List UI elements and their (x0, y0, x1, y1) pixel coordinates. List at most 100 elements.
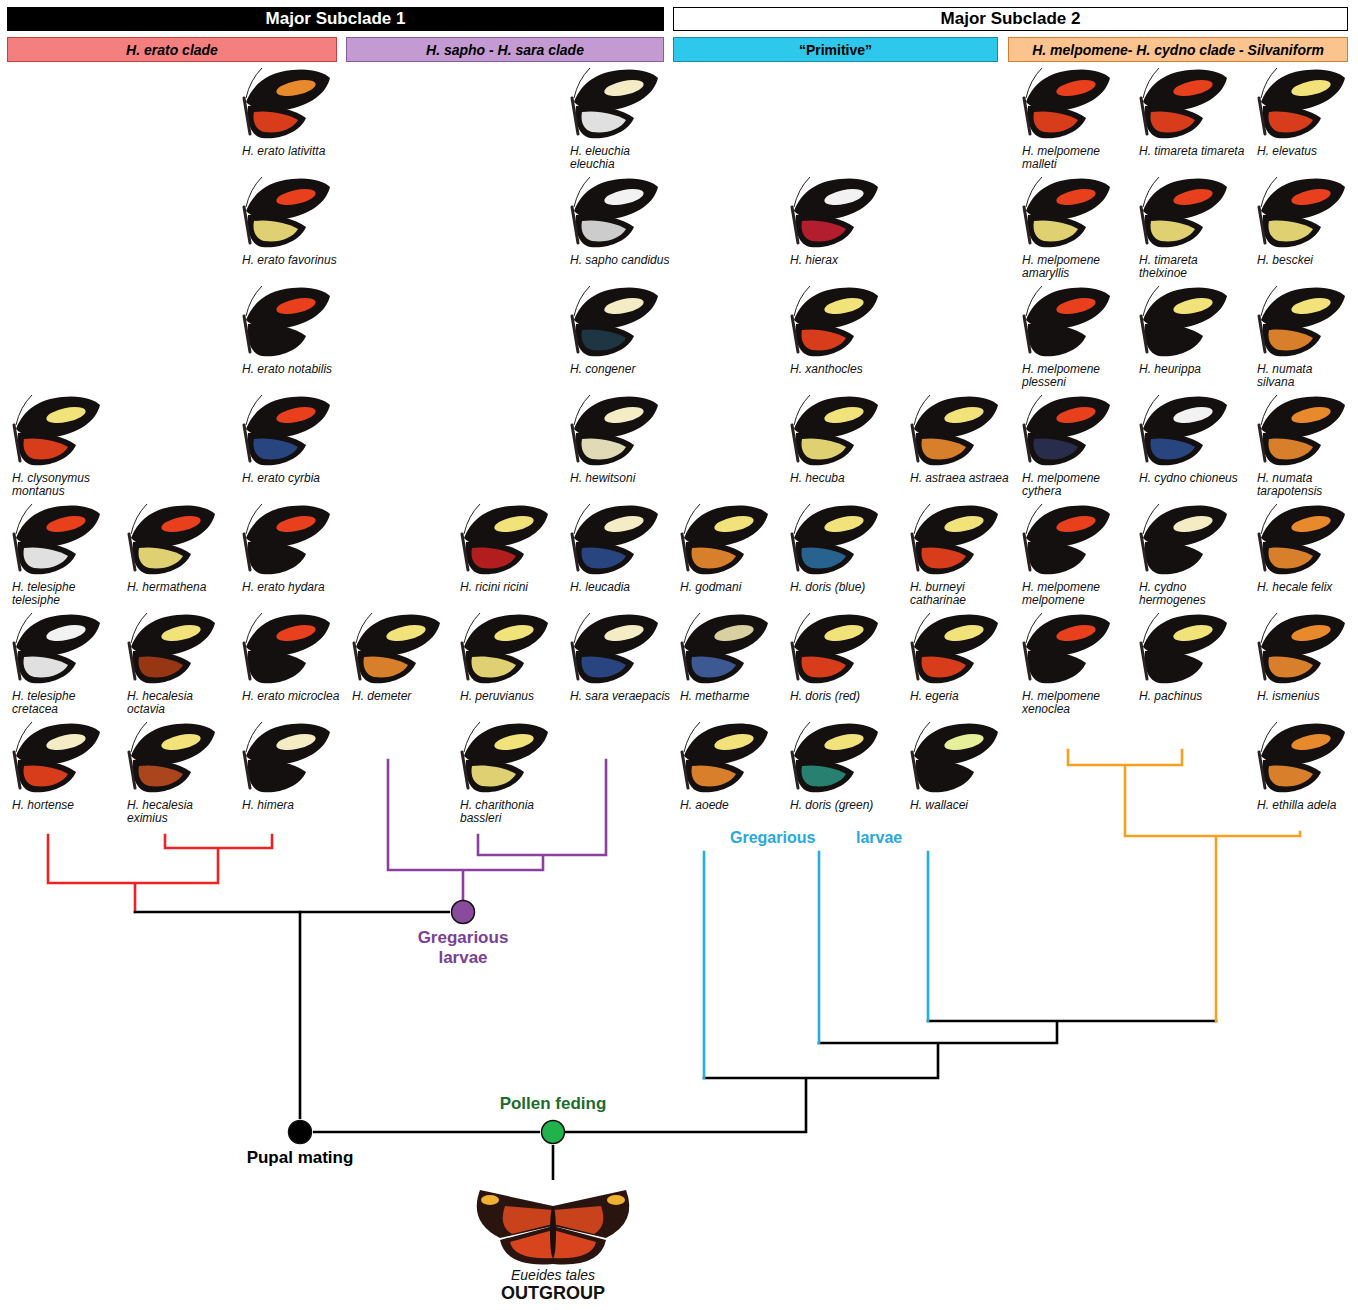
forewing (131, 614, 215, 655)
species-label-box: H. numata tarapotensis (1257, 472, 1352, 498)
species-label-box: H. timareta timareta (1139, 145, 1245, 158)
body (244, 207, 250, 243)
forewing-patch (823, 731, 865, 753)
species-label: H. erato cyrbia (242, 472, 348, 485)
species-label: H. timareta thelxinoe (1139, 254, 1245, 280)
hindwing-patch (23, 438, 68, 459)
clade-band: H. sapho - H. sara clade (346, 37, 664, 62)
species-label: H. burneyi catharinae (910, 581, 1016, 607)
forewing (1261, 396, 1345, 437)
trait-note: larvae (856, 828, 902, 847)
species-label-box: H. hecalesia eximius (127, 799, 233, 825)
wing-spot (607, 1195, 625, 1205)
forewing (246, 69, 330, 110)
species-label: H. wallacei (910, 799, 1016, 812)
hindwing-patch (1150, 438, 1195, 459)
butterfly-figure (244, 613, 330, 683)
species-label: H. hecalesia eximius (127, 799, 233, 825)
forewing-patch (275, 622, 317, 644)
body (244, 534, 250, 570)
forewing-patch (1172, 513, 1214, 535)
species-label-box: H. hortense (12, 799, 118, 812)
forewing (246, 287, 330, 328)
species-name: Eueides tales (511, 1267, 595, 1283)
body (572, 425, 578, 461)
forewing (246, 396, 330, 437)
forewing (1026, 505, 1110, 546)
butterfly-figure (244, 722, 330, 792)
species-label: H. erato notabilis (242, 363, 348, 376)
forewing (464, 723, 548, 764)
forewing-patch (275, 77, 317, 99)
butterfly-figure (572, 68, 658, 138)
body (1024, 534, 1030, 570)
forewing (794, 287, 878, 328)
butterfly-figure (682, 722, 768, 792)
species-label: H. metharme (680, 690, 786, 703)
band-title: Major Subclade 1 (266, 9, 406, 29)
species-label: H. congener (570, 363, 676, 376)
trait-dot (287, 1119, 313, 1145)
species-label-box: H. aoede (680, 799, 786, 812)
forewing (464, 614, 548, 655)
hindwing-patch (921, 547, 966, 568)
species-label: H. pachinus (1139, 690, 1245, 703)
butterfly-figure (244, 68, 330, 138)
body (912, 643, 918, 679)
species-label-box: H. ismenius (1257, 690, 1352, 703)
species-label-box: H. elevatus (1257, 145, 1352, 158)
forewing (1026, 614, 1110, 655)
tree-branch (1068, 750, 1300, 1021)
species-label-box: H. erato microclea (242, 690, 348, 703)
forewing-patch (1055, 513, 1097, 535)
species-label-box: H. metharme (680, 690, 786, 703)
hindwing-patch (1268, 547, 1313, 568)
body (14, 752, 20, 788)
body (129, 534, 135, 570)
species-label-box: H. cydno chioneus (1139, 472, 1245, 485)
forewing (1261, 69, 1345, 110)
species-label: H. ethilla adela (1257, 799, 1352, 812)
forewing-patch (45, 513, 87, 535)
trait-dot-circle (542, 1121, 565, 1144)
hindwing-patch (581, 111, 626, 132)
butterfly-figure (244, 286, 330, 356)
butterfly-figure (792, 504, 878, 574)
forewing (1026, 178, 1110, 219)
body (1259, 316, 1265, 352)
forewing-patch (713, 622, 755, 644)
butterfly-figure (244, 177, 330, 247)
forewing-patch (603, 77, 645, 99)
species-label: H. numata silvana (1257, 363, 1352, 389)
forewing (574, 69, 658, 110)
hindwing-patch (138, 656, 183, 677)
forewing-patch (45, 731, 87, 753)
trait-circle: Pupal mating (287, 1119, 313, 1145)
species-label-box: H. erato notabilis (242, 363, 348, 376)
body (792, 207, 798, 243)
species-label-box: H. erato hydara (242, 581, 348, 594)
butterfly-figure (1141, 68, 1227, 138)
species-label: H. xanthocles (790, 363, 896, 376)
butterfly-figure (572, 504, 658, 574)
species-label-box: H. ricini ricini (460, 581, 566, 594)
butterfly-figure (14, 504, 100, 574)
forewing (914, 723, 998, 764)
species-label: H. doris (green) (790, 799, 896, 812)
body (912, 425, 918, 461)
hindwing-patch (138, 547, 183, 568)
forewing (1261, 287, 1345, 328)
species-label-box: H. besckei (1257, 254, 1352, 267)
forewing-patch (943, 404, 985, 426)
trait-label: Pollen feding (500, 1094, 607, 1114)
species-label: H. erato lativitta (242, 145, 348, 158)
species-label: H. besckei (1257, 254, 1352, 267)
body (1259, 207, 1265, 243)
species-label: H. melpomene malleti (1022, 145, 1128, 171)
hindwing-patch (363, 656, 408, 677)
forewing (356, 614, 440, 655)
butterfly-figure (1141, 177, 1227, 247)
forewing (794, 723, 878, 764)
outgroup-label: OUTGROUP (501, 1283, 605, 1304)
species-label: H. doris (blue) (790, 581, 896, 594)
